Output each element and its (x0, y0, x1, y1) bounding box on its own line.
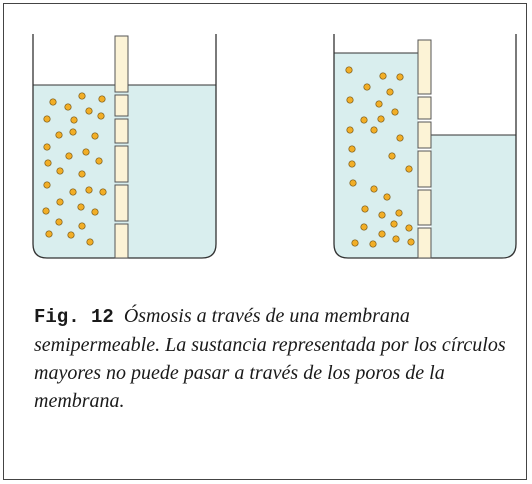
solute-particle (44, 159, 52, 167)
figure-caption-text: Ósmosis a través de una membrana semiper… (34, 305, 506, 412)
membrane-segment (114, 145, 129, 183)
membrane-segment (417, 150, 432, 188)
solute-particle (97, 112, 105, 120)
figure-label: Fig. 12 (34, 306, 114, 328)
solute-particle (349, 179, 357, 187)
beaker-right-liquid-left (334, 53, 418, 258)
solute-particle (395, 209, 403, 217)
solute-particle (386, 88, 394, 96)
solute-particle (360, 116, 368, 124)
membrane-segment (417, 39, 432, 95)
beaker-before (32, 34, 217, 259)
solute-particle (351, 239, 359, 247)
solute-particle (56, 198, 64, 206)
solute-particle (91, 132, 99, 140)
membrane-segment (114, 35, 129, 93)
solute-particle (363, 83, 371, 91)
solute-particle (78, 222, 86, 230)
membrane-segment (417, 96, 432, 120)
solute-particle (95, 157, 103, 165)
solute-particle (65, 152, 73, 160)
solute-particle (70, 116, 78, 124)
membrane-segment (417, 121, 432, 149)
solute-particle (383, 193, 391, 201)
solute-particle (405, 165, 413, 173)
solute-particle (45, 230, 53, 238)
membrane-right (417, 39, 432, 259)
solute-particle (42, 207, 50, 215)
solute-particle (85, 107, 93, 115)
solute-particle (388, 152, 396, 160)
solute-particle (375, 100, 383, 108)
solute-particle (346, 126, 354, 134)
solute-particle (55, 131, 63, 139)
solute-particle (85, 186, 93, 194)
solute-particle (43, 181, 51, 189)
solute-particle (377, 115, 385, 123)
solute-particle (396, 73, 404, 81)
solute-particle (43, 143, 51, 151)
solute-particle (370, 185, 378, 193)
solute-particle (390, 220, 398, 228)
particles-right (345, 66, 415, 248)
solute-particle (78, 92, 86, 100)
solute-particle (378, 230, 386, 238)
solute-particle (49, 98, 57, 106)
membrane-segment (114, 223, 129, 259)
solute-particle (392, 235, 400, 243)
membrane-segment (417, 227, 432, 259)
solute-particle (391, 108, 399, 116)
membrane-segment (114, 184, 129, 222)
beaker-after (333, 34, 517, 259)
solute-particle (56, 167, 64, 175)
beaker-right-liquid-right (431, 135, 516, 258)
solute-particle (91, 208, 99, 216)
solute-particle (69, 188, 77, 196)
solute-particle (405, 224, 413, 232)
solute-particle (77, 203, 85, 211)
solute-particle (98, 95, 106, 103)
solute-particle (69, 128, 77, 136)
solute-particle (99, 188, 107, 196)
membrane-segment (114, 118, 129, 144)
solute-particle (345, 66, 353, 74)
solute-particle (43, 115, 51, 123)
membrane-segment (114, 94, 129, 117)
solute-particle (378, 211, 386, 219)
solute-particle (348, 160, 356, 168)
membrane-left (114, 35, 129, 259)
solute-particle (360, 223, 368, 231)
membrane-segment (417, 189, 432, 226)
particles-left (42, 92, 107, 246)
solute-particle (346, 96, 354, 104)
solute-particle (82, 148, 90, 156)
solute-particle (78, 170, 86, 178)
osmosis-diagram (32, 34, 517, 259)
solute-particle (396, 134, 404, 142)
solute-particle (379, 72, 387, 80)
solute-particle (86, 238, 94, 246)
solute-particle (407, 238, 415, 246)
solute-particle (64, 103, 72, 111)
solute-particle (369, 240, 377, 248)
solute-particle (348, 145, 356, 153)
solute-particle (55, 218, 63, 226)
solute-particle (370, 126, 378, 134)
solute-particle (67, 231, 75, 239)
solute-particle (361, 205, 369, 213)
